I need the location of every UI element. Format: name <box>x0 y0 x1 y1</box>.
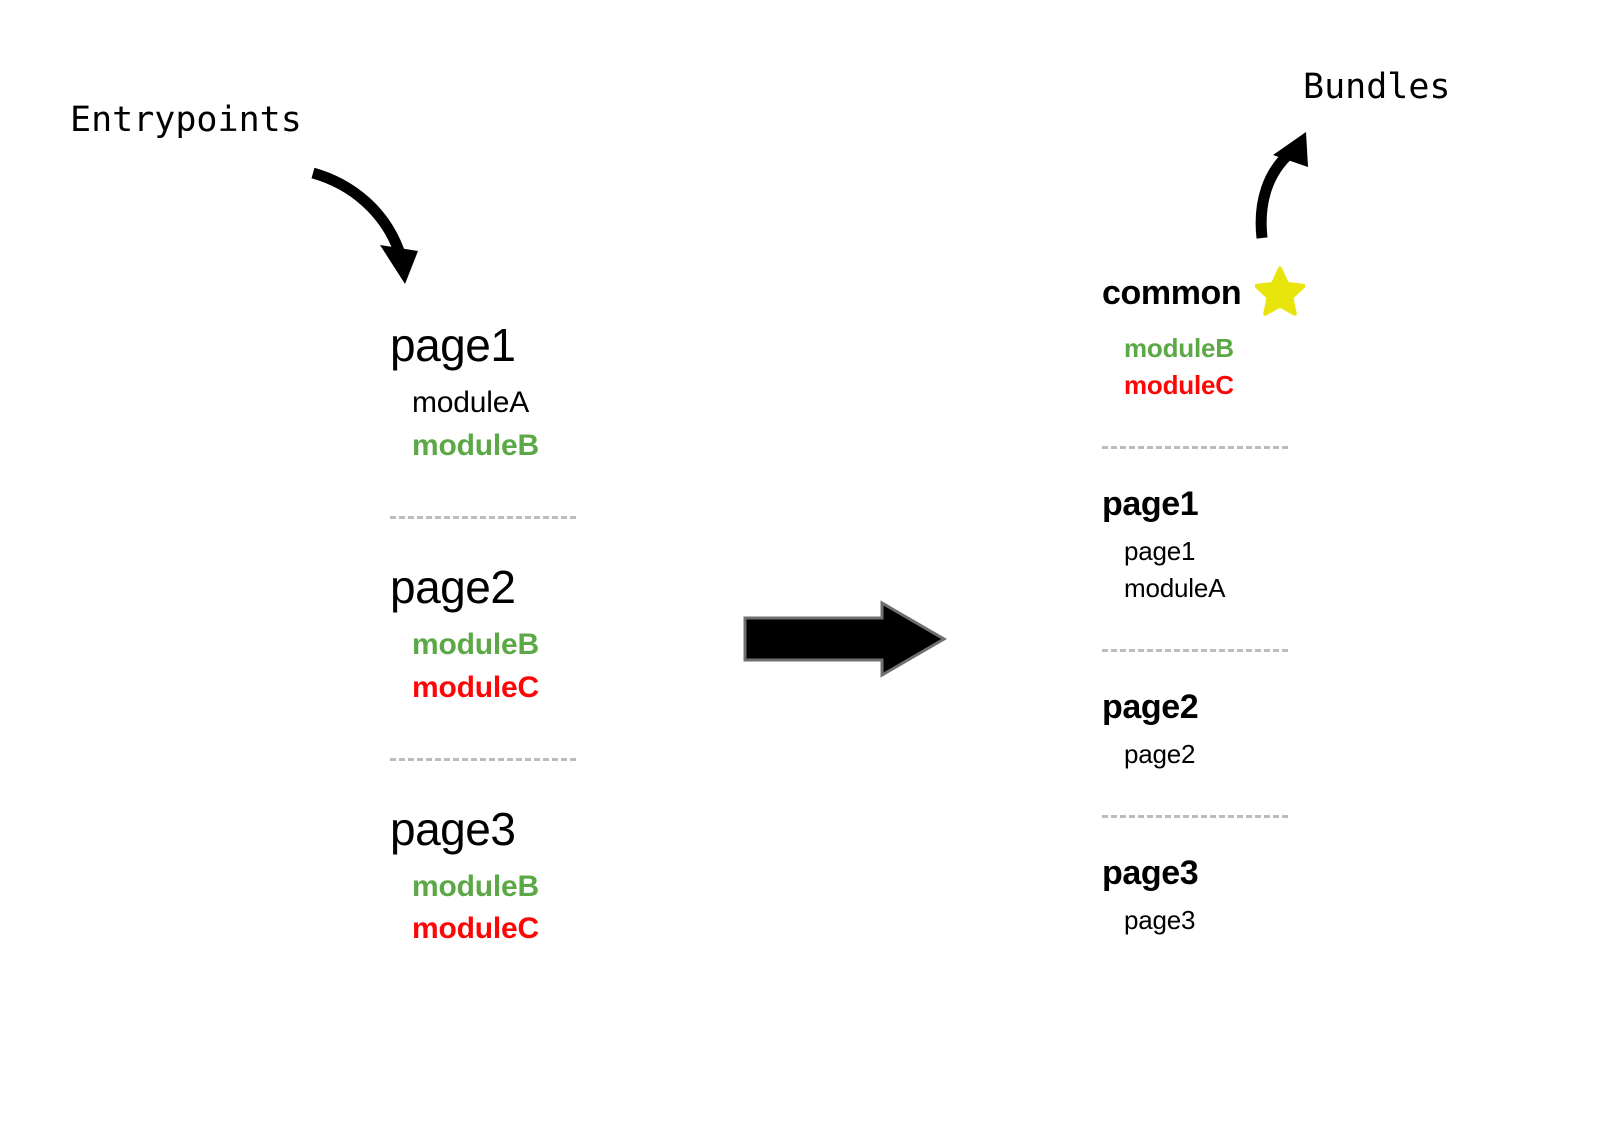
module-list: page1 moduleA <box>1100 521 1330 607</box>
bundle-title-row: page1 <box>1100 487 1330 521</box>
entrypoint-group-page3: page3 moduleB moduleC <box>388 806 608 952</box>
module-list: moduleB moduleC <box>388 610 608 710</box>
bundle-group-page2: page2 page2 <box>1100 690 1330 773</box>
group-divider <box>390 515 576 519</box>
block-arrow-right-icon <box>743 600 947 678</box>
bundle-group-page1: page1 page1 moduleA <box>1100 487 1330 607</box>
entrypoints-label: Entrypoints <box>70 100 302 140</box>
module-item: page1 <box>1124 535 1196 566</box>
entrypoint-title: page3 <box>390 802 516 855</box>
group-divider <box>1102 648 1288 652</box>
module-list: page3 <box>1100 890 1330 939</box>
module-item: moduleC <box>1124 369 1234 400</box>
bundle-title-row: page3 <box>1100 856 1330 890</box>
star-icon <box>1255 266 1306 316</box>
bundle-title: common <box>1102 274 1242 312</box>
bundle-group-page3: page3 page3 <box>1100 856 1330 939</box>
module-item: moduleB <box>412 428 539 462</box>
bundle-title: page3 <box>1102 853 1199 892</box>
bundle-title: page2 <box>1102 687 1199 726</box>
entrypoints-column: page1 moduleA moduleB page2 moduleB modu… <box>388 322 608 951</box>
curved-arrow-up-right-icon <box>1255 132 1308 239</box>
module-item: moduleA <box>412 386 530 419</box>
bundle-title-row: page2 <box>1100 690 1330 724</box>
module-item: page2 <box>1124 738 1196 769</box>
group-divider <box>1102 814 1288 818</box>
entrypoint-title: page1 <box>390 319 516 371</box>
bundle-title-row: common <box>1100 266 1330 318</box>
module-item: moduleA <box>1124 572 1226 603</box>
module-item: moduleB <box>412 627 539 661</box>
group-divider <box>1102 445 1288 449</box>
curved-arrow-down-right-icon <box>311 167 418 284</box>
module-item: moduleC <box>412 670 539 704</box>
module-list: moduleA moduleB <box>388 368 608 468</box>
group-divider <box>390 757 576 761</box>
module-list: page2 <box>1100 724 1330 773</box>
entrypoint-group-page2: page2 moduleB moduleC <box>388 564 608 710</box>
module-item: moduleB <box>412 869 539 903</box>
entrypoint-title: page2 <box>390 560 516 613</box>
module-item: page3 <box>1124 904 1196 935</box>
bundles-label: Bundles <box>1303 67 1451 107</box>
bundle-title: page1 <box>1102 484 1199 523</box>
entrypoint-group-page1: page1 moduleA moduleB <box>388 322 608 468</box>
module-list: moduleB moduleC <box>1100 318 1330 404</box>
bundle-group-common: common moduleB moduleC <box>1100 266 1330 404</box>
bundles-column: common moduleB moduleC page1 page1 modul… <box>1100 266 1330 939</box>
module-item: moduleC <box>412 912 539 946</box>
module-item: moduleB <box>1124 333 1234 363</box>
module-list: moduleB moduleC <box>388 852 608 952</box>
